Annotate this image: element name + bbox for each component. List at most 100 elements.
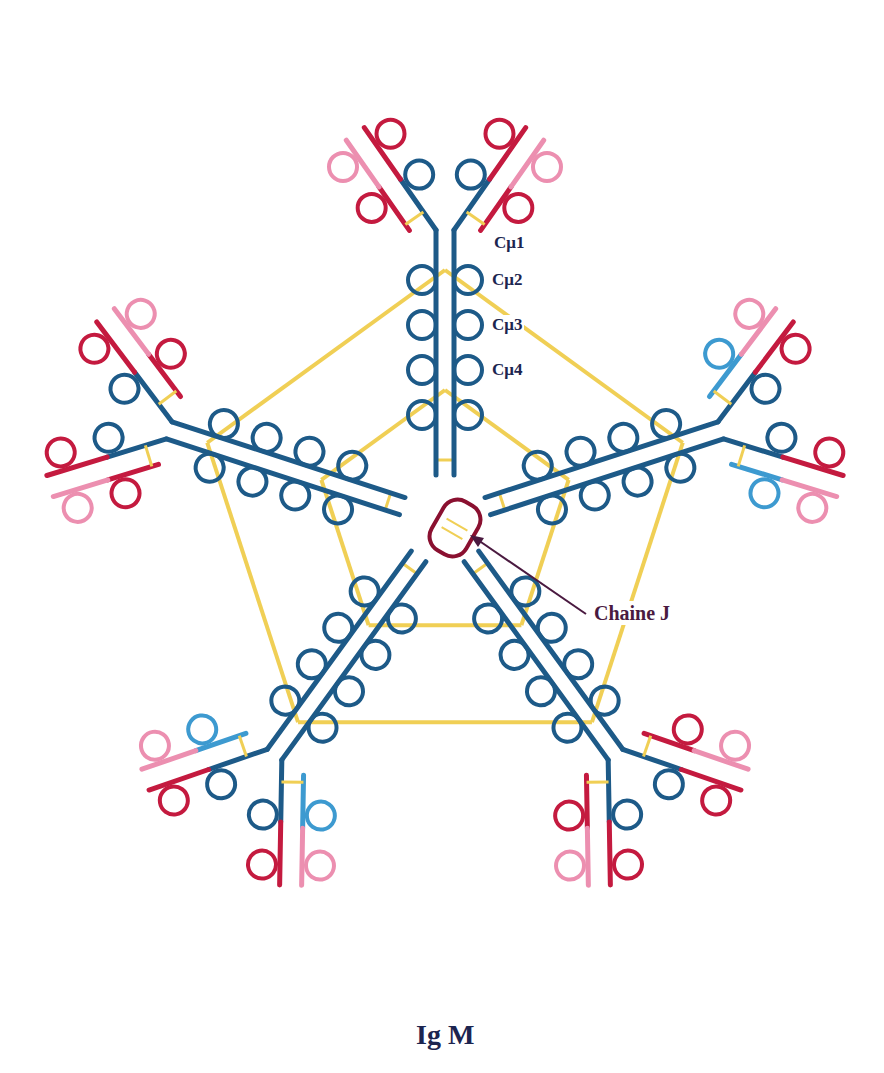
domain-label: Cμ1 — [492, 233, 526, 253]
light-domain-loop — [358, 194, 386, 222]
disulfide-bond — [436, 459, 454, 462]
heavy-domain-loop — [748, 371, 783, 406]
light-domain-loop — [747, 476, 782, 511]
heavy-domain-loop — [356, 635, 395, 674]
light-variable-loop — [550, 846, 589, 885]
heavy-domain-loop — [649, 406, 684, 441]
heavy-domain-loop — [495, 635, 534, 674]
heavy-chain — [282, 562, 426, 760]
disulfide-bond — [442, 527, 463, 539]
heavy-chain — [267, 551, 411, 749]
disulfide-bond — [402, 563, 417, 574]
heavy-domain-loop — [454, 266, 482, 294]
light-domain-loop — [668, 710, 707, 749]
leader-line — [478, 540, 586, 614]
disulfide-bond — [207, 270, 445, 443]
heavy-domain-loop — [382, 599, 421, 638]
light-domain-loop — [301, 796, 340, 835]
disulfide-bond — [467, 212, 485, 225]
heavy-variable-loop — [242, 845, 281, 884]
heavy-domain-loop — [649, 765, 688, 804]
disulfide-bond — [714, 387, 732, 408]
j-chain-shape — [424, 494, 487, 562]
light-chain — [731, 451, 782, 493]
heavy-domain-loop — [345, 572, 384, 611]
disulfide-bond — [232, 736, 254, 757]
heavy-chain — [166, 439, 399, 515]
light-domain-loop — [550, 796, 589, 835]
disulfide-bond — [636, 736, 658, 757]
light-variable-loop — [732, 296, 767, 331]
heavy-domain-loop — [608, 795, 647, 834]
light-chain-variable — [104, 309, 159, 355]
heavy-domain-loop — [405, 161, 433, 189]
heavy-domain-loop — [563, 434, 598, 469]
heavy-chain — [172, 422, 405, 498]
heavy-domain-loop — [520, 448, 555, 483]
heavy-variable-loop — [778, 331, 813, 366]
heavy-domain-loop — [559, 645, 598, 684]
heavy-variable-loop — [608, 845, 647, 884]
light-chain-variable — [561, 828, 615, 885]
disulfide-bond — [385, 493, 391, 510]
heavy-domain-loop — [534, 492, 569, 527]
heavy-domain-loop — [469, 599, 508, 638]
heavy-variable-loop — [154, 781, 193, 820]
heavy-domain-loop — [663, 450, 698, 485]
heavy-domain-loop — [577, 478, 612, 513]
heavy-chain — [479, 551, 623, 749]
leader-arrowhead — [470, 535, 484, 547]
light-chain — [108, 451, 159, 493]
heavy-domain-loop — [243, 795, 282, 834]
heavy-domain-loop — [521, 672, 560, 711]
heavy-domain-loop — [457, 161, 485, 189]
disulfide-bond — [445, 270, 683, 443]
igm-monomer — [452, 286, 862, 616]
heavy-domain-loop — [408, 266, 436, 294]
heavy-chain — [491, 439, 724, 515]
heavy-domain-loop — [532, 608, 571, 647]
domain-label: Cμ4 — [490, 360, 524, 380]
light-chain — [481, 187, 511, 230]
disulfide-bond — [733, 445, 751, 466]
heavy-domain-loop — [266, 681, 305, 720]
domain-label: Cμ3 — [490, 315, 524, 335]
heavy-domain-loop — [91, 420, 126, 455]
heavy-domain-loop — [585, 681, 624, 720]
light-variable-loop — [135, 726, 174, 765]
callout-label: Chaine J — [592, 601, 672, 625]
heavy-domain-loop — [303, 708, 342, 747]
light-domain-loop — [702, 336, 737, 371]
light-domain-loop — [504, 194, 532, 222]
heavy-variable-loop — [697, 781, 736, 820]
light-variable-loop — [300, 846, 339, 885]
heavy-domain-loop — [192, 450, 227, 485]
light-chain-variable — [275, 828, 329, 885]
heavy-variable-loop — [485, 120, 513, 148]
light-domain-loop — [108, 476, 143, 511]
disulfide-bond — [298, 720, 592, 724]
disulfide-bond — [159, 387, 177, 408]
light-variable-loop — [795, 490, 830, 525]
disulfide-bond — [473, 563, 488, 574]
heavy-domain-loop — [408, 401, 436, 429]
heavy-domain-loop — [292, 434, 327, 469]
heavy-domain-loop — [202, 765, 241, 804]
heavy-domain-loop — [206, 406, 241, 441]
heavy-variable-loop — [43, 435, 78, 470]
heavy-variable-loop — [377, 120, 405, 148]
heavy-domain-loop — [335, 448, 370, 483]
light-domain-loop — [153, 336, 188, 371]
igm-monomer — [329, 120, 561, 475]
heavy-domain-loop — [320, 492, 355, 527]
light-variable-loop — [533, 153, 561, 181]
disulfide-bond — [281, 772, 303, 793]
light-chain — [379, 187, 409, 230]
heavy-chain — [485, 422, 718, 498]
j-chain — [424, 494, 487, 562]
heavy-domain-loop — [454, 356, 482, 384]
light-variable-loop — [123, 296, 158, 331]
igm-monomer — [378, 488, 775, 912]
heavy-variable-loop — [812, 435, 847, 470]
